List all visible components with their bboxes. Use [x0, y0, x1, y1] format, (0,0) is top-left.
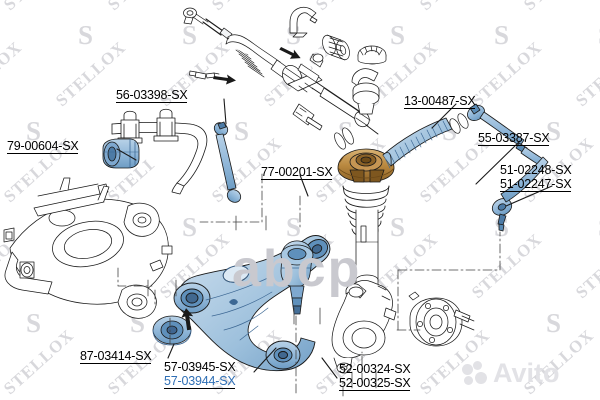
assembly-centerlines: [117, 173, 501, 397]
part-number-text: 56-03398-SX: [116, 88, 188, 103]
install-arrow-bushing: [181, 308, 194, 331]
strut-bearing: [357, 45, 387, 65]
part-number-text: 79-00604-SX: [7, 139, 79, 154]
stabilizer-bar: [111, 108, 208, 195]
subframe: [3, 177, 173, 319]
stellox-watermark-mark: S: [286, 212, 303, 242]
part-number-text: 57-03945-SX: [164, 360, 236, 374]
strut-mount-part: [337, 148, 395, 183]
part-number-text: 55-03387-SX: [478, 131, 550, 146]
stellox-watermark-mark: S: [598, 20, 600, 51]
part-number-label: 87-03414-SX: [80, 349, 152, 364]
avito-logo-icon: [462, 360, 488, 387]
avito-watermark: Avito: [462, 358, 560, 389]
stellox-watermark-mark: S: [26, 308, 43, 338]
assembly-boxes: [147, 215, 377, 389]
stellox-watermark-mark: S: [390, 20, 407, 50]
part-number-label: 56-03398-SX: [116, 88, 188, 103]
stabilizer-bracket-top: [289, 7, 318, 38]
part-number-text: 87-03414-SX: [80, 349, 152, 364]
control-arm-bushing-part: [152, 315, 192, 346]
boot-clamp-rings: [449, 113, 469, 134]
stellox-watermark-mark: S: [234, 116, 251, 146]
strut-assembly: [337, 68, 395, 293]
stellox-watermark-mark: S: [494, 20, 511, 50]
stellox-watermark-mark: S: [182, 20, 199, 50]
steering-rack-assembly: [183, 7, 379, 135]
part-number-text: 52-00325-SX: [339, 376, 411, 391]
stellox-watermark-mark: S: [182, 212, 199, 242]
stellox-watermark-mark: S: [598, 212, 600, 243]
stellox-watermark-mark: S: [78, 20, 95, 50]
part-number-text: 51-02248-SX: [500, 163, 572, 177]
outer-tie-rod-end-part: [491, 146, 549, 232]
stabilizer-bushing-part: [102, 138, 140, 169]
part-number-text: 51-02247-SX: [500, 177, 572, 192]
part-number-label: 77-00201-SX: [261, 165, 333, 180]
stellox-watermark-mark: S: [390, 212, 407, 242]
part-number-text: 52-00324-SX: [339, 362, 411, 376]
ball-joint-part: [280, 240, 314, 315]
part-number-label: 79-00604-SX: [7, 139, 79, 154]
abcp-watermark: abcp: [232, 240, 362, 298]
steering-knuckle: [331, 280, 397, 374]
part-number-text: 13-00487-SX: [404, 94, 476, 109]
part-number-label: 55-03387-SX: [478, 131, 550, 146]
part-number-text: 77-00201-SX: [261, 165, 333, 180]
stellox-watermark-mark: S: [26, 116, 43, 146]
assembly-arrow: [213, 47, 301, 85]
stabilizer-link-part: [213, 121, 242, 203]
stellox-watermark-mark: S: [546, 308, 563, 338]
leader-lines: [116, 98, 553, 379]
avito-wordmark: Avito: [493, 358, 560, 388]
stellox-watermark-mark: S: [546, 116, 563, 146]
boot-left-rings: [334, 127, 354, 150]
rack-clip: [189, 70, 220, 80]
part-number-label: 13-00487-SX: [404, 94, 476, 109]
wheel-hub: [408, 291, 475, 347]
part-number-text: 57-03944-SX: [164, 374, 236, 389]
rubber-bushing-top: [322, 34, 350, 61]
